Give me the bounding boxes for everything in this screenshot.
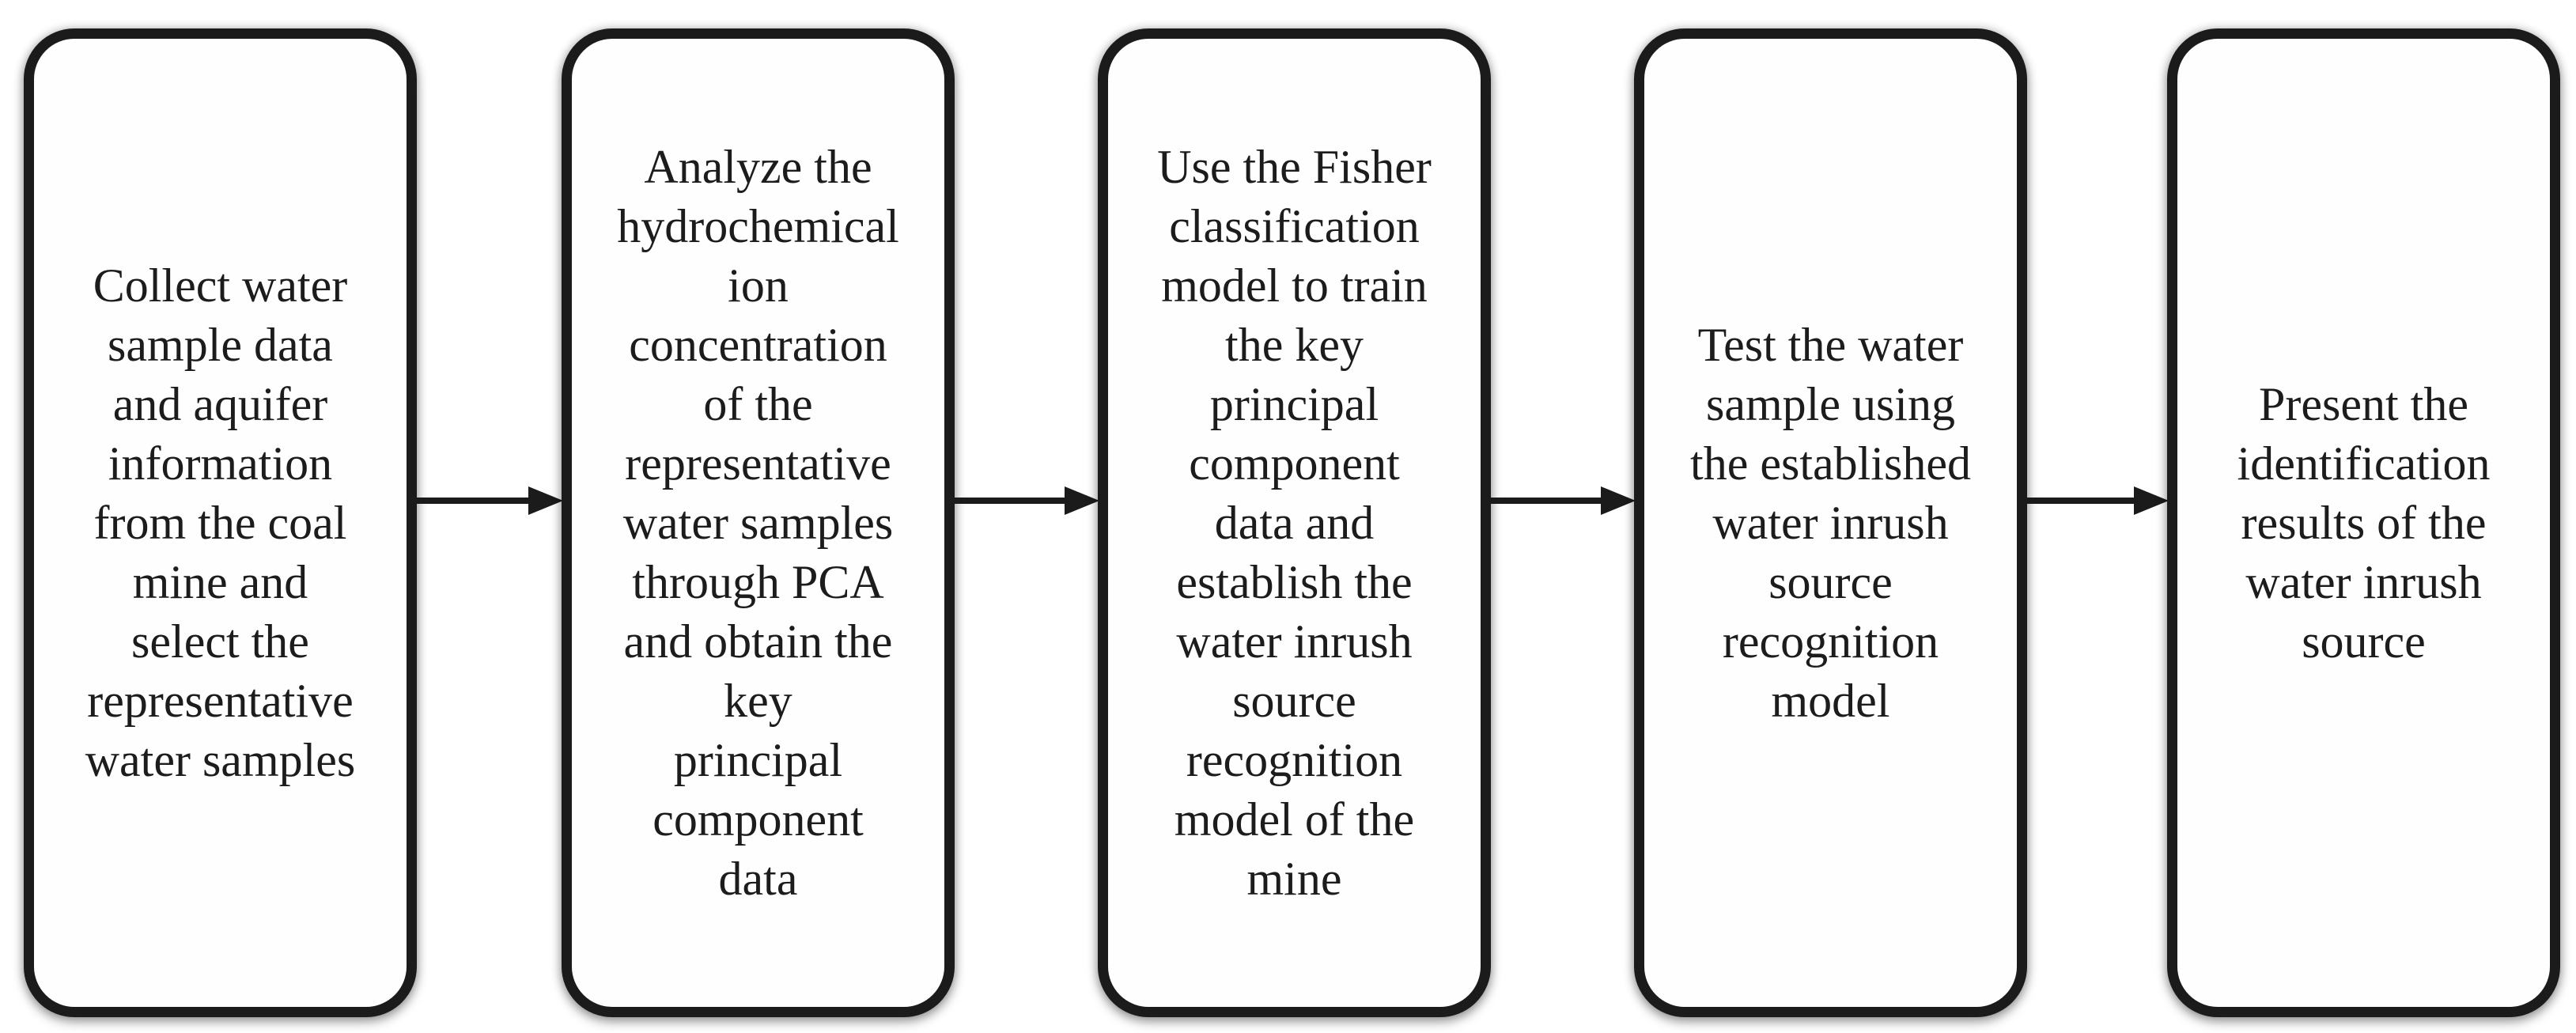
arrow-right-icon <box>1489 486 1636 515</box>
step-box-5: Present the identification results of th… <box>2167 28 2560 1017</box>
step-box-2: Analyze the hydrochemical ion concentrat… <box>562 28 955 1017</box>
step-text-1: Collect water sample data and aquifer in… <box>85 259 356 786</box>
step-text-2: Analyze the hydrochemical ion concentrat… <box>617 140 899 905</box>
step-box-4: Test the water sample using the establis… <box>1634 28 2027 1017</box>
arrow-right-icon <box>953 486 1099 515</box>
step-text-3: Use the Fisher classification model to t… <box>1157 140 1432 905</box>
step-text-4: Test the water sample using the establis… <box>1690 318 1971 727</box>
step-text-5: Present the identification results of th… <box>2237 377 2491 668</box>
arrow-right-icon <box>415 486 563 515</box>
step-box-1: Collect water sample data and aquifer in… <box>24 28 417 1017</box>
arrow-right-icon <box>2026 486 2169 515</box>
step-box-3: Use the Fisher classification model to t… <box>1098 28 1491 1017</box>
